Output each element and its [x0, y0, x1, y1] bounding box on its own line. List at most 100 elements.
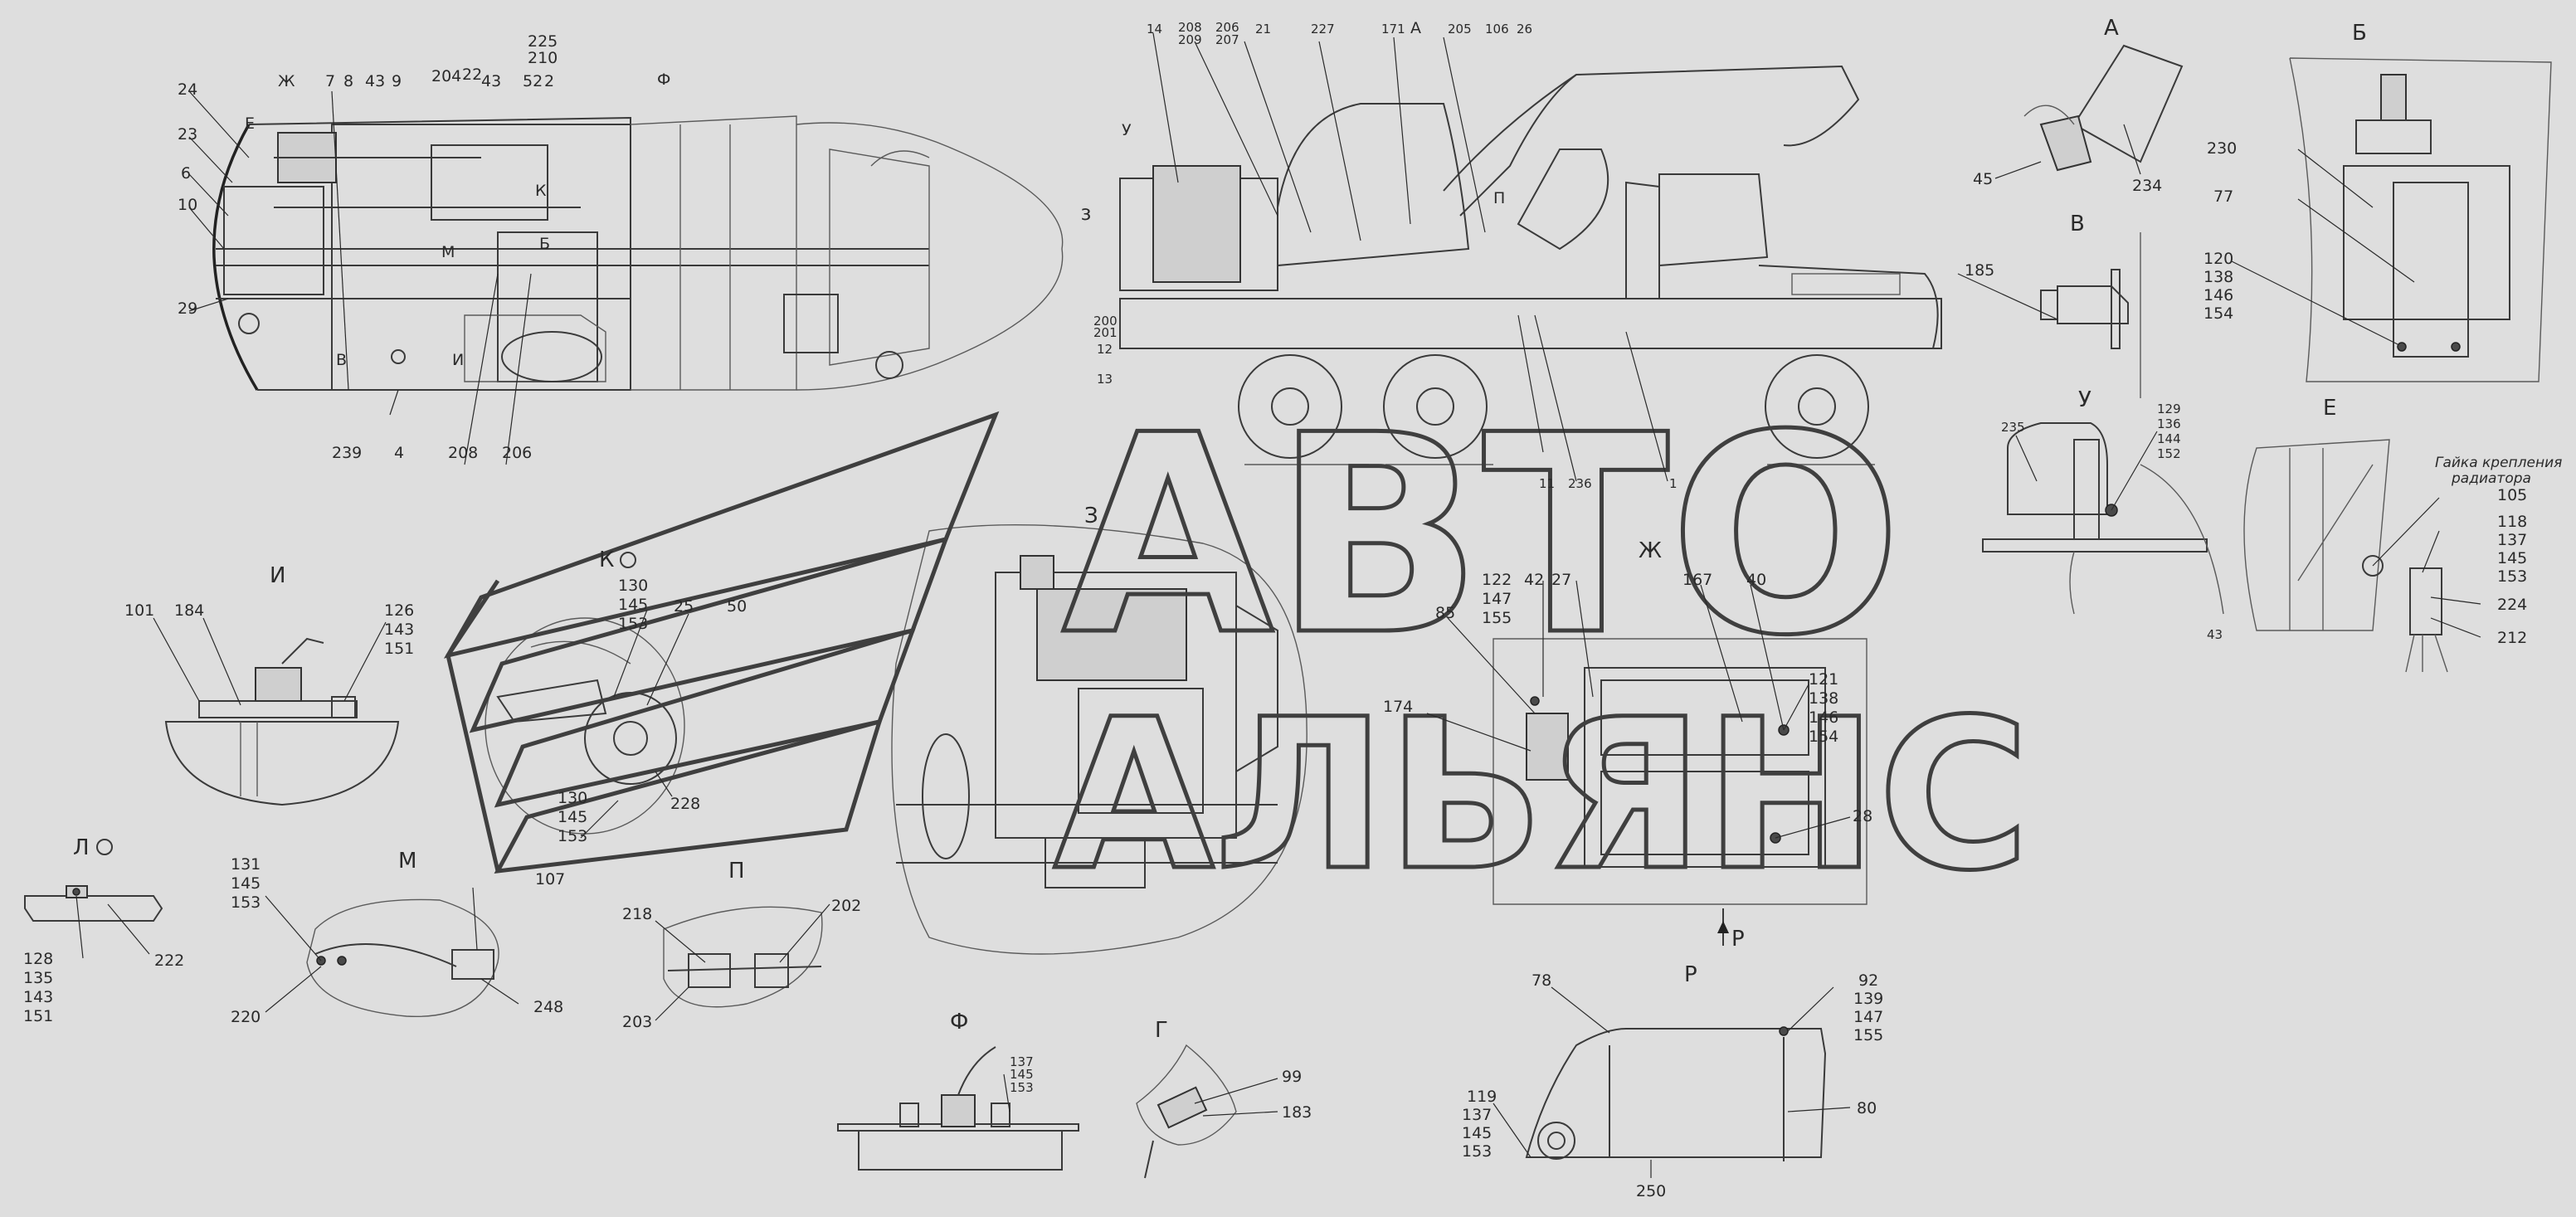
label: 7 — [325, 72, 335, 90]
label: 151 — [23, 1007, 53, 1025]
title-view-zh: Ж — [1639, 538, 1662, 563]
label: 248 — [533, 998, 563, 1016]
label: 85 — [1435, 604, 1455, 622]
note-e-line1: Гайка крепления — [2435, 455, 2562, 471]
title-view-a: А — [2104, 16, 2119, 41]
label: 29 — [178, 299, 197, 318]
label: 174 — [1383, 698, 1413, 716]
title-view-p: П — [728, 859, 745, 884]
label: 184 — [174, 601, 204, 620]
view-e — [2243, 439, 2448, 673]
label: 183 — [1282, 1103, 1312, 1122]
label: 131 — [231, 855, 261, 874]
label: М — [441, 243, 455, 261]
label: 225 — [528, 32, 558, 51]
label: 130 — [618, 577, 648, 595]
label: 50 — [727, 597, 747, 616]
label: 138 — [2203, 268, 2233, 286]
label: 235 — [2001, 420, 2025, 435]
note-e-line2: радиатора — [2451, 470, 2531, 487]
label: 122 — [1482, 571, 1512, 589]
label: 22 — [462, 66, 482, 84]
label: 118 — [2497, 513, 2527, 531]
label: 203 — [622, 1013, 652, 1031]
label: 143 — [384, 621, 414, 639]
arrow-label-z: З — [1081, 206, 1091, 224]
view-g — [1136, 1044, 1237, 1179]
label: 40 — [1746, 571, 1766, 589]
label: 185 — [1965, 261, 1994, 280]
title-view-b: Б — [2352, 21, 2367, 46]
label: 145 — [1462, 1124, 1492, 1142]
label: 92 — [1858, 971, 1878, 990]
title-view-r: Р — [1684, 962, 1697, 987]
view-l-marker — [96, 839, 113, 855]
label: У — [1122, 121, 1132, 139]
label: 130 — [558, 789, 587, 807]
label: 153 — [618, 615, 648, 633]
label: 208 — [1178, 20, 1202, 35]
label: 129 — [2157, 402, 2181, 416]
label: 155 — [1853, 1026, 1883, 1044]
label: 13 — [1097, 372, 1113, 387]
title-view-z: З — [1084, 504, 1098, 528]
label: Е — [245, 114, 255, 133]
label: В — [336, 351, 347, 369]
watermark-logo — [443, 411, 1000, 874]
title-view-i: И — [270, 563, 285, 588]
title-view-f: Ф — [950, 1010, 968, 1034]
label: 200 — [1093, 314, 1118, 329]
label: 80 — [1857, 1099, 1877, 1117]
label: 147 — [1482, 590, 1512, 608]
label: 43 — [365, 72, 385, 90]
label: 153 — [558, 827, 587, 845]
label: 24 — [178, 80, 197, 99]
label: Ф — [657, 71, 670, 89]
view-b — [2289, 57, 2552, 382]
label: 145 — [231, 874, 261, 893]
label: 153 — [2497, 567, 2527, 586]
label: 230 — [2207, 139, 2237, 158]
label: 43 — [481, 72, 501, 90]
view-a — [2023, 44, 2184, 172]
label: 224 — [2497, 596, 2527, 614]
label: 218 — [622, 905, 652, 923]
view-f — [837, 1046, 1079, 1171]
label: 52 — [523, 72, 543, 90]
label: 239 — [332, 444, 362, 462]
label: 201 — [1093, 325, 1118, 340]
label: 154 — [1809, 728, 1838, 746]
label: 12 — [1097, 342, 1113, 357]
label: Ж — [278, 72, 295, 90]
label: 143 — [23, 988, 53, 1006]
label: 105 — [2497, 486, 2527, 504]
label: 28 — [1853, 807, 1872, 825]
label: 25 — [674, 597, 694, 616]
view-m — [306, 898, 499, 1018]
label: 167 — [1682, 571, 1712, 589]
label: 27 — [1551, 571, 1571, 589]
watermark-line1: АВТО — [1062, 377, 1902, 695]
label: 26 — [1517, 22, 1532, 37]
label: Б — [539, 235, 550, 253]
label: 204 — [431, 67, 461, 85]
label: 139 — [1853, 990, 1883, 1008]
label: 210 — [528, 49, 558, 67]
view-l — [24, 885, 163, 922]
label: 147 — [1853, 1008, 1883, 1026]
label: 106 — [1485, 22, 1509, 37]
label: 126 — [384, 601, 414, 620]
view-r — [1525, 1026, 1827, 1161]
label: 3 — [1081, 206, 1091, 224]
label: 171 — [1381, 22, 1405, 37]
label: 99 — [1282, 1068, 1302, 1086]
label: 137 — [1462, 1106, 1492, 1124]
label: 8 — [343, 72, 353, 90]
label: 14 — [1147, 22, 1162, 37]
label: 205 — [1448, 22, 1472, 37]
label: 212 — [2497, 629, 2527, 647]
side-view — [1119, 65, 1942, 465]
view-u — [1982, 422, 2224, 615]
label: 101 — [124, 601, 154, 620]
label: 250 — [1636, 1182, 1666, 1200]
